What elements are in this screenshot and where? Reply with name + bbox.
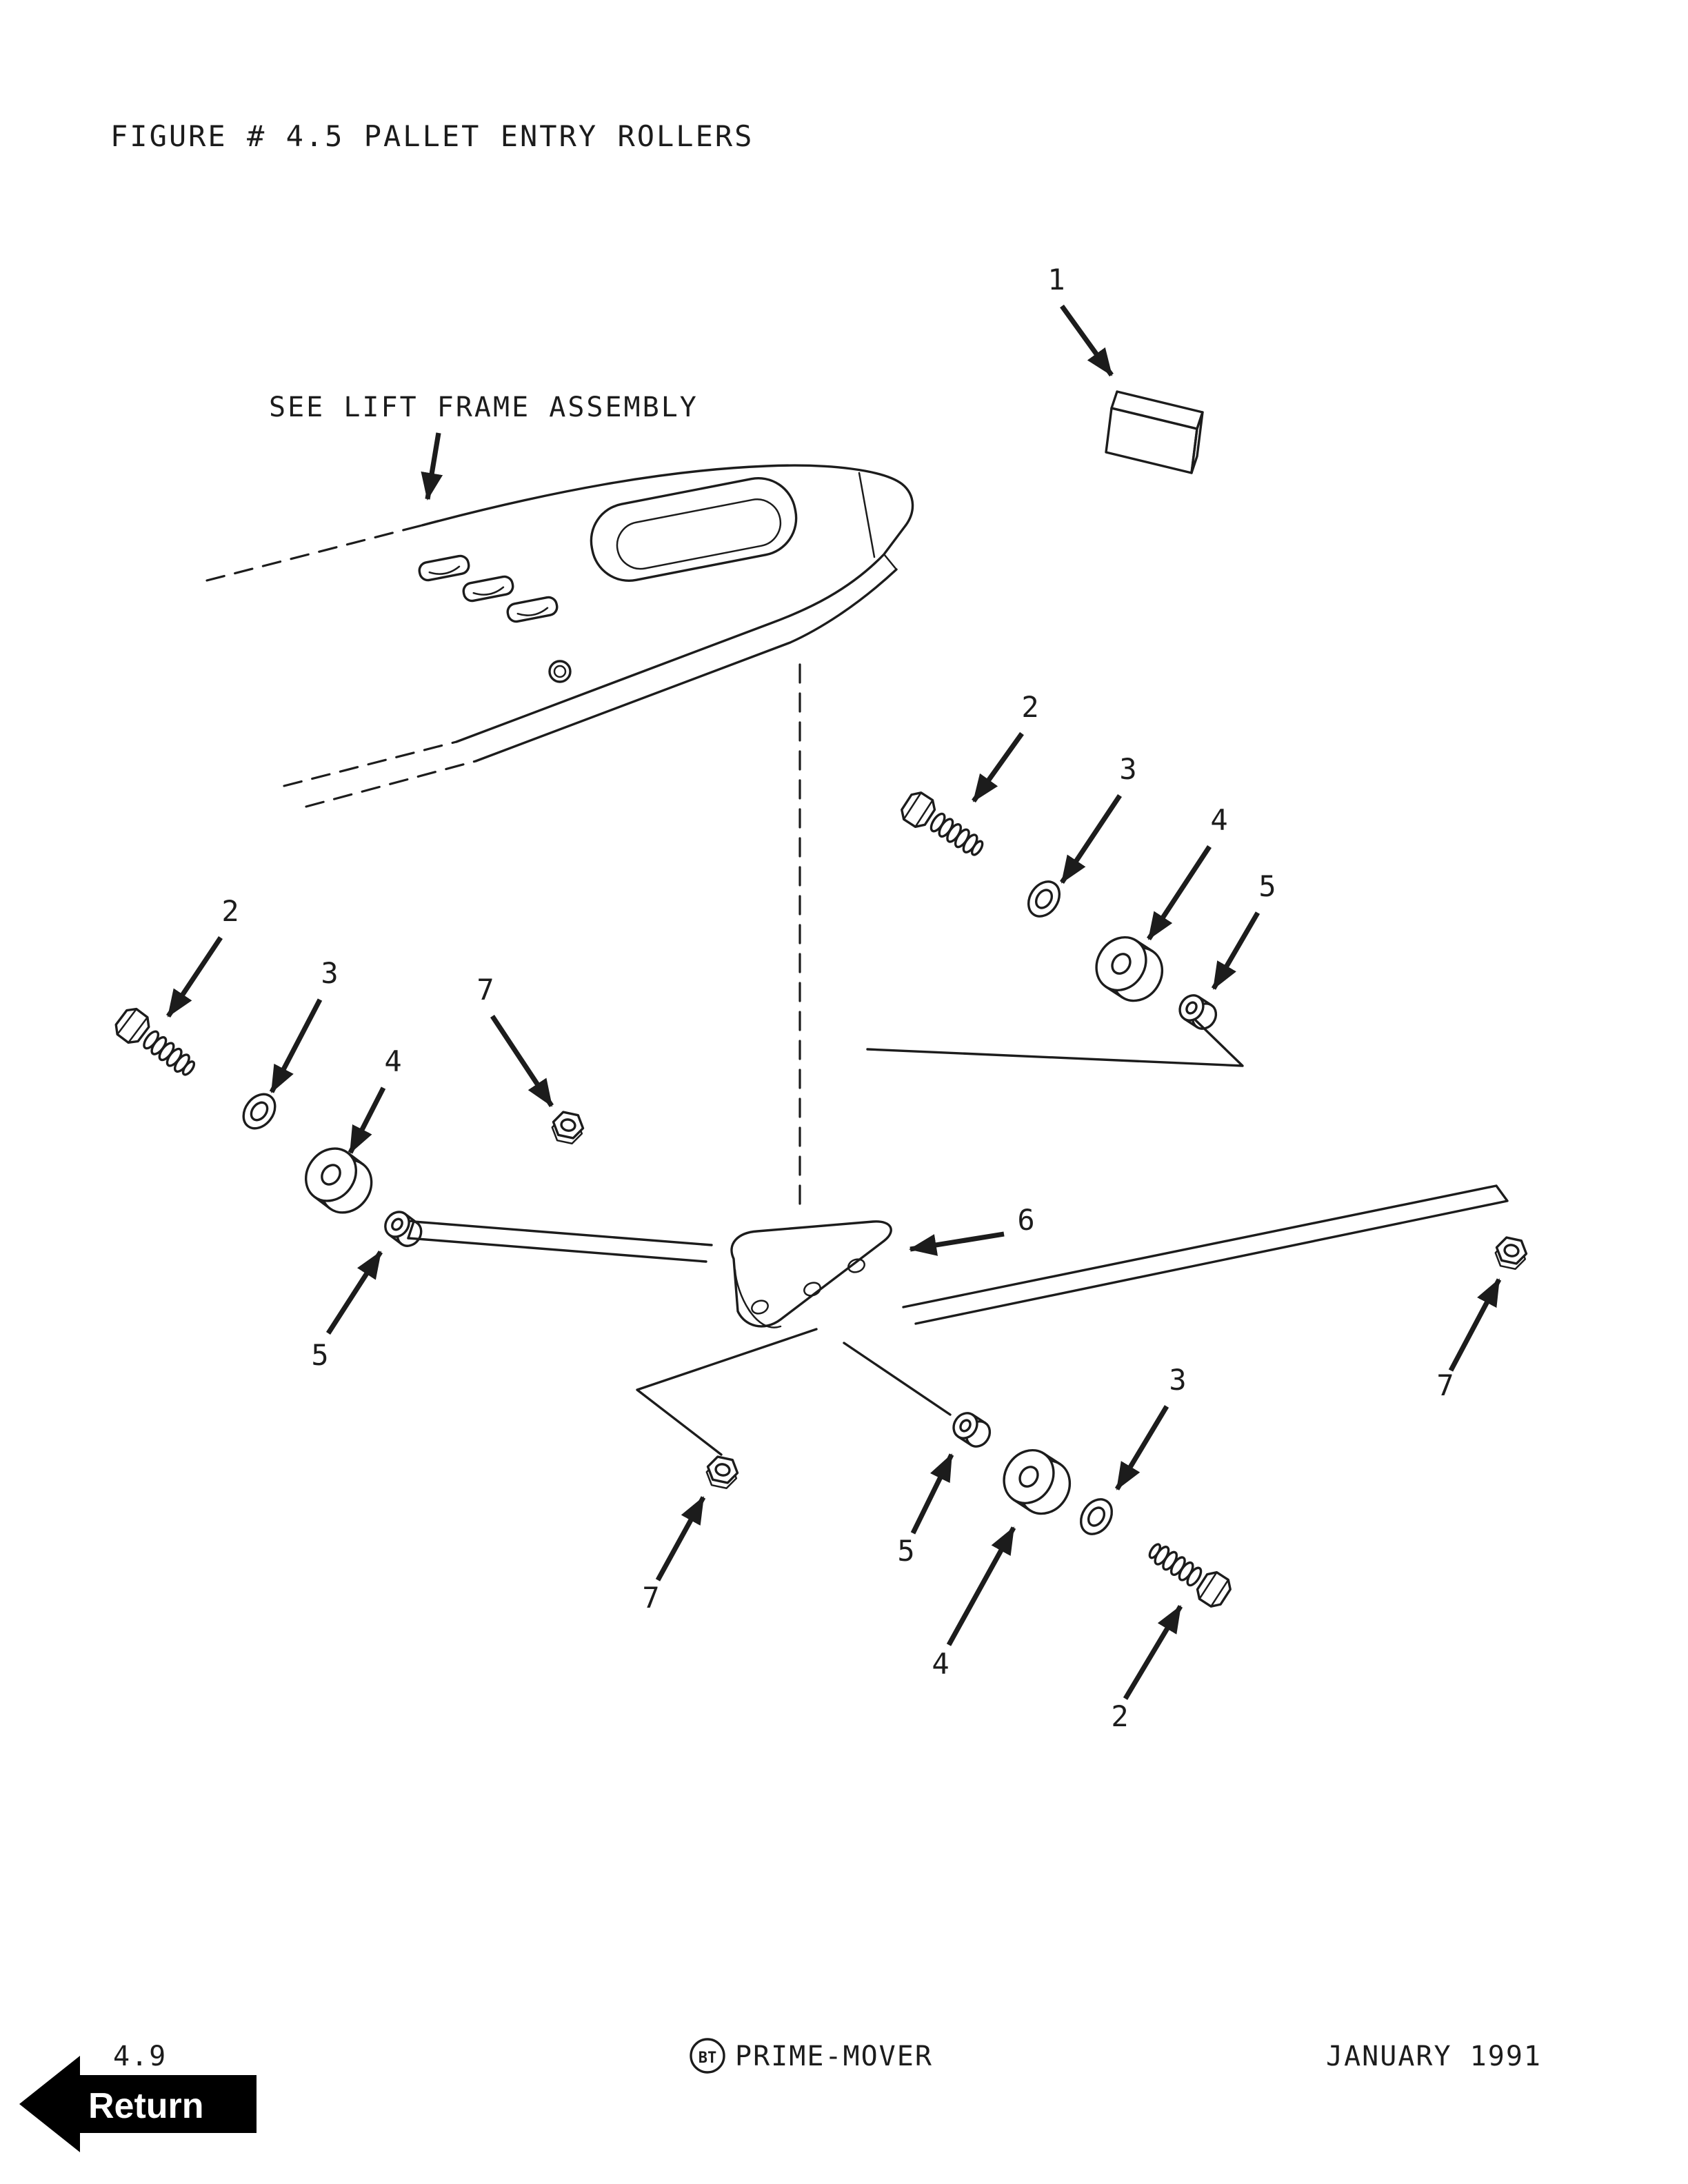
callouts: 1 2 3 4 5 2 3 7 4 5 6 7 3 5 7 4 2 [166, 263, 1502, 1733]
callout-arrow [909, 1231, 1005, 1256]
figure-title: FIGURE # 4.5 PALLET ENTRY ROLLERS [110, 119, 754, 153]
mounting-rail-lines [407, 1019, 1509, 1456]
callout-arrow [1211, 911, 1260, 990]
frame-break-line [283, 740, 458, 787]
callout-arrow [166, 936, 223, 1018]
callout-label: 2 [221, 894, 239, 928]
part-5-spacer-left [384, 1211, 423, 1247]
callout-label: 1 [1047, 263, 1065, 296]
callout-label: 2 [1021, 690, 1038, 724]
part-7-nut-left [551, 1111, 585, 1144]
callout-label: 7 [642, 1581, 659, 1615]
frame-break-line [205, 524, 423, 582]
callout-label: 5 [1258, 869, 1276, 903]
brand-name: PRIME-MOVER [735, 2041, 933, 2072]
frame-louver-slot [462, 575, 514, 603]
frame-tip-facet [858, 472, 876, 558]
part-5-spacer-upper-right [1178, 994, 1218, 1030]
part-7-nut-lower [705, 1455, 739, 1489]
brand-logo-text: BT [699, 2050, 717, 2067]
callout-label: 5 [897, 1534, 914, 1568]
callout-label: 7 [1436, 1368, 1454, 1402]
callout-arrow [946, 1526, 1016, 1646]
callout-arrow [1114, 1405, 1169, 1490]
return-button-label: Return [88, 2086, 204, 2126]
callout-label: 4 [384, 1044, 401, 1078]
frame-pivot-hole [548, 660, 572, 683]
part-7-nut-right [1494, 1236, 1528, 1270]
callout-arrow [1448, 1278, 1502, 1372]
frame-break-line [305, 760, 477, 808]
callout-arrow [1146, 845, 1212, 940]
callout-label: 3 [1119, 752, 1136, 786]
part-6-bracket [730, 1220, 892, 1328]
part-3-washer-upper-right [1027, 880, 1061, 918]
brand-logo: BT [690, 2038, 725, 2074]
return-arrow-icon [19, 2056, 257, 2152]
lift-frame-note: SEE LIFT FRAME ASSEMBLY [269, 392, 699, 423]
part-2-bolt-left [114, 1007, 196, 1076]
return-button[interactable]: Return [19, 2056, 257, 2152]
part-4-roller-left [305, 1147, 373, 1214]
callout-arrow [325, 1251, 383, 1335]
part-4-roller-lower [1003, 1448, 1072, 1515]
part-3-washer-lower [1079, 1498, 1114, 1535]
frame-louver-slot [418, 554, 470, 582]
callout-label: 3 [321, 956, 338, 990]
part-1-entry-plate [1105, 390, 1204, 474]
lift-frame-assembly [205, 464, 914, 808]
callout-label: 4 [932, 1647, 949, 1681]
part-2-bolt-upper-right [901, 791, 984, 856]
callout-label: 6 [1017, 1203, 1034, 1237]
callout-label: 7 [476, 973, 494, 1007]
frame-louver-slot [506, 596, 559, 623]
page-number: 4.9 [113, 2041, 167, 2072]
part-4-roller-upper-right [1095, 936, 1164, 1002]
callout-arrow [348, 1086, 386, 1154]
part-3-washer-left [242, 1093, 277, 1130]
callout-label: 4 [1210, 803, 1227, 837]
callout-arrow [655, 1496, 706, 1581]
frame-hand-hole [590, 477, 798, 582]
callout-label: 3 [1169, 1363, 1186, 1397]
callout-label: 2 [1111, 1699, 1128, 1733]
callout-arrow [269, 998, 323, 1093]
callout-arrow [490, 1015, 554, 1107]
callout-label: 5 [311, 1338, 328, 1372]
callout-arrow [1123, 1605, 1183, 1700]
part-5-spacer-lower [952, 1412, 992, 1448]
note-arrow [421, 432, 443, 501]
part-2-bolt-lower [1148, 1543, 1232, 1608]
callout-arrow [910, 1453, 954, 1535]
footer-date: JANUARY 1991 [1326, 2041, 1542, 2072]
callout-arrow [1060, 304, 1114, 377]
callout-arrow [972, 731, 1024, 803]
callout-arrow [1060, 794, 1122, 884]
